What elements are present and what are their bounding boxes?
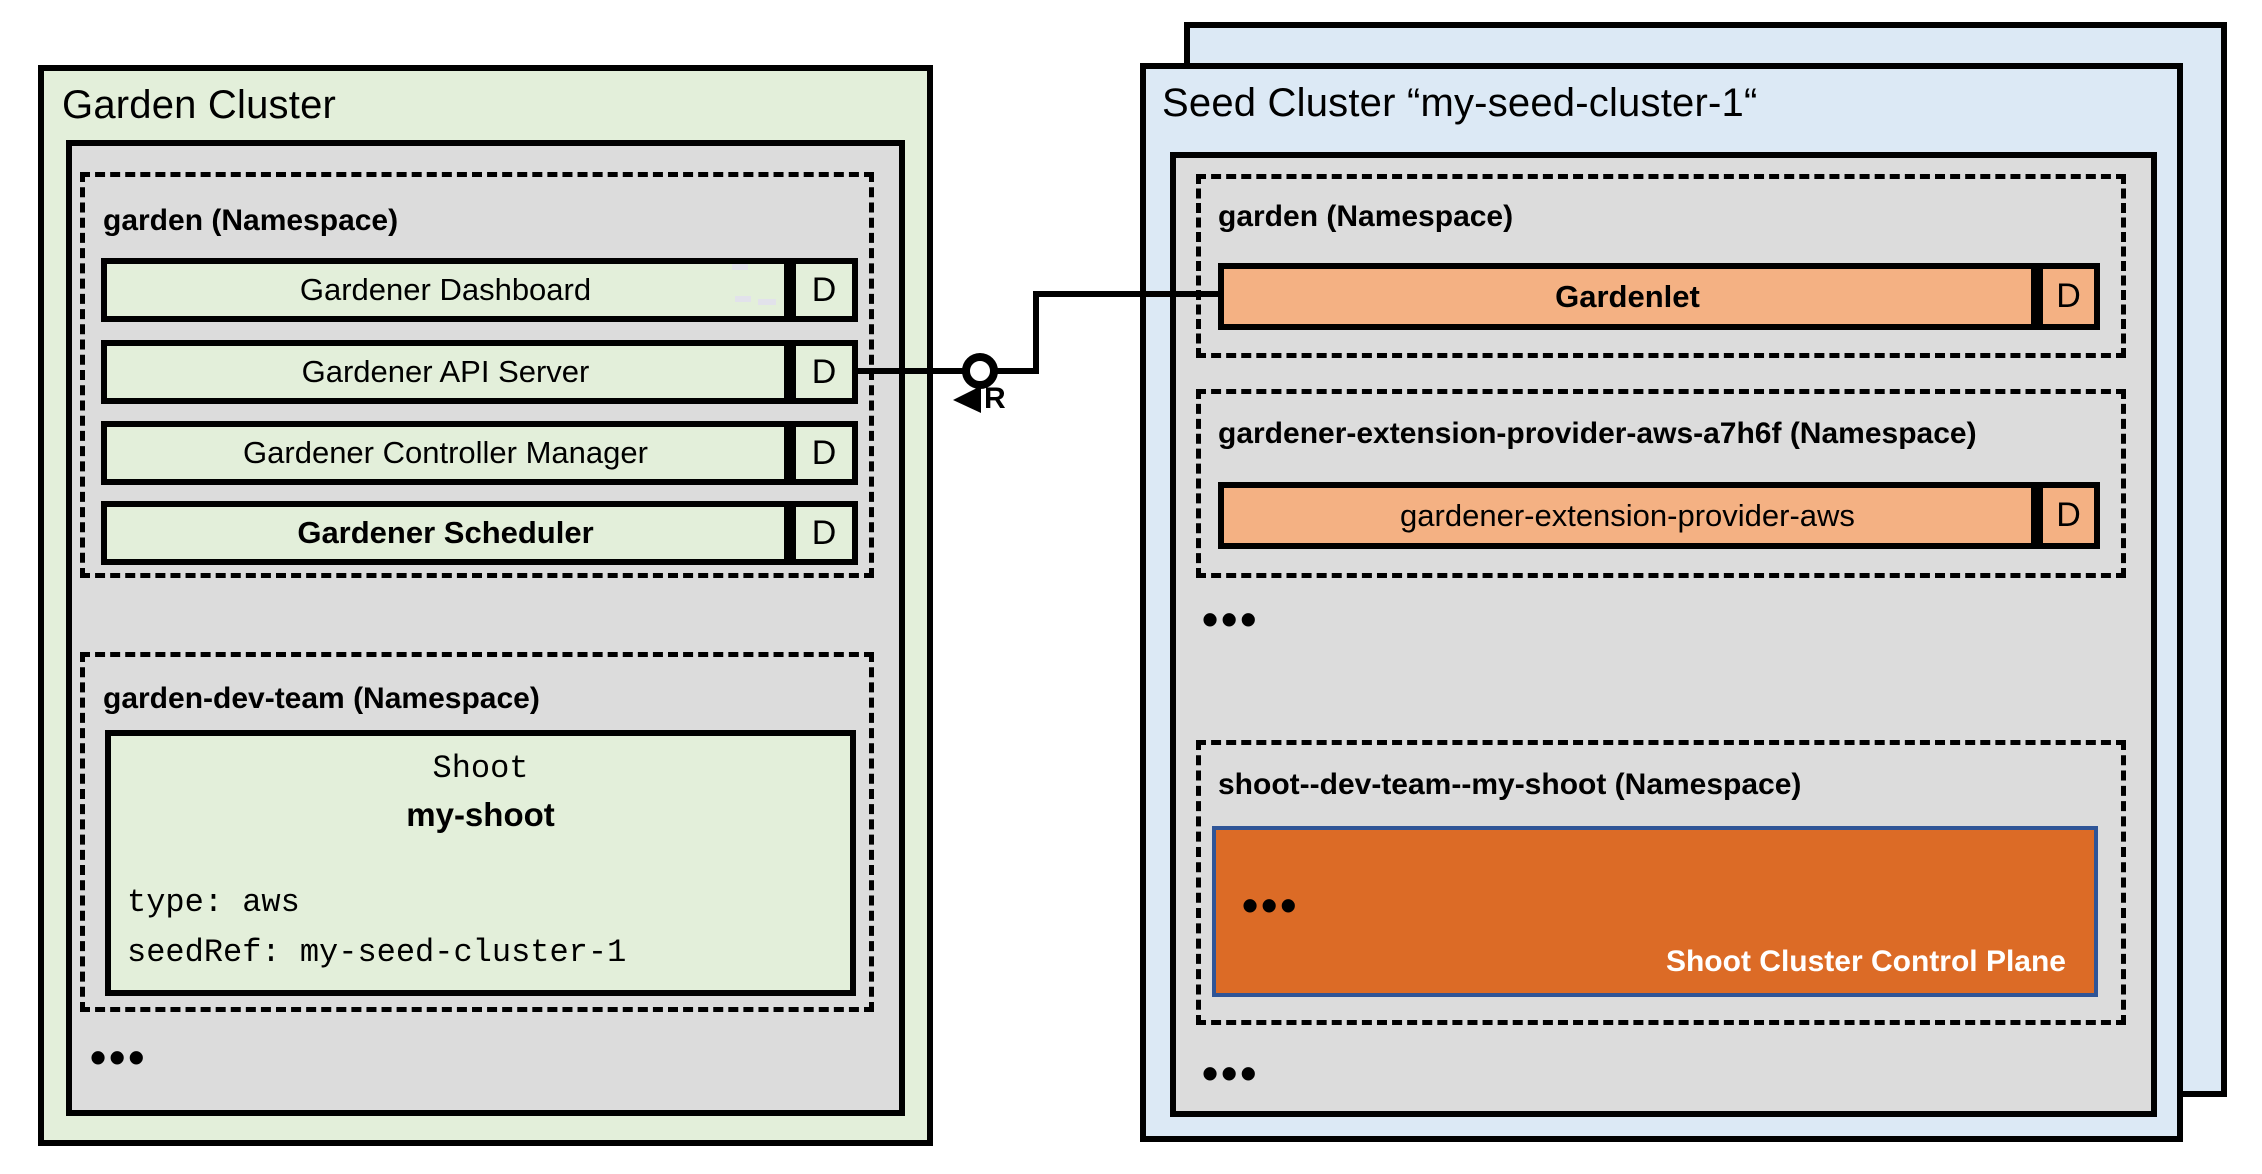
- component-gardener-controller-manager: Gardener Controller Manager: [101, 421, 790, 485]
- component-label: Gardener Dashboard: [299, 272, 592, 307]
- garden-cluster-title: Garden Cluster: [62, 83, 337, 127]
- component-gardener-api-server: Gardener API Server: [101, 340, 790, 404]
- deployment-badge: D: [790, 258, 858, 322]
- component-gardener-extension-provider-aws: gardener-extension-provider-aws: [1218, 482, 2037, 549]
- control-plane-label: Shoot Cluster Control Plane: [1665, 945, 2066, 978]
- garden-dev-team-namespace-title: garden-dev-team (Namespace): [103, 682, 540, 715]
- badge-label: D: [811, 352, 837, 391]
- screenshot-artifact: [758, 299, 776, 305]
- badge-label: D: [2056, 277, 2081, 315]
- ellipsis: •••: [1202, 1047, 1260, 1099]
- component-label: Gardener Controller Manager: [243, 435, 648, 470]
- screenshot-artifact: [732, 264, 748, 270]
- connection-endpoint-circle: [962, 353, 998, 389]
- screenshot-artifact: [735, 296, 751, 302]
- garden-cluster-inner-box: garden (Namespace) Gardener Dashboard D …: [66, 140, 905, 1116]
- shoot-namespace-box: [1196, 740, 2126, 1025]
- seed-cluster-title: Seed Cluster “my-seed-cluster-1“: [1162, 81, 1758, 125]
- deployment-badge: D: [790, 501, 858, 565]
- ellipsis: •••: [1242, 879, 1300, 931]
- component-label: Gardener Scheduler: [297, 515, 594, 550]
- garden-namespace-title: garden (Namespace): [103, 204, 399, 237]
- component-gardenlet: Gardenlet: [1218, 263, 2037, 330]
- component-gardener-dashboard: Gardener Dashboard: [101, 258, 790, 322]
- component-label: gardener-extension-provider-aws: [1400, 497, 1855, 533]
- component-label: Gardener API Server: [301, 354, 590, 389]
- garden-namespace-box: [80, 172, 874, 578]
- shoot-spec-type: type: aws: [127, 884, 300, 921]
- extension-namespace-box: [1196, 389, 2126, 578]
- garden-cluster-panel: Garden Cluster garden (Namespace) Garden…: [38, 65, 933, 1146]
- badge-label: D: [2056, 496, 2081, 534]
- badge-label: D: [811, 433, 837, 472]
- shoot-spec-seedref: seedRef: my-seed-cluster-1: [127, 934, 627, 971]
- seed-garden-namespace-title: garden (Namespace): [1218, 200, 1514, 233]
- ellipsis: •••: [90, 1031, 148, 1083]
- arrow-left-icon: [953, 386, 981, 413]
- deployment-badge: D: [790, 421, 858, 485]
- ellipsis: •••: [1202, 593, 1260, 645]
- component-label: Gardenlet: [1555, 278, 1700, 314]
- extension-namespace-title: gardener-extension-provider-aws-a7h6f (N…: [1218, 417, 1977, 450]
- deployment-badge: D: [2037, 263, 2100, 330]
- seed-cluster-inner-box: garden (Namespace) Gardenlet D gardener-…: [1170, 152, 2157, 1117]
- garden-dev-team-namespace-box: [80, 652, 874, 1012]
- seed-garden-namespace-box: [1196, 174, 2126, 358]
- seed-cluster-panel: Seed Cluster “my-seed-cluster-1“ garden …: [1140, 63, 2183, 1142]
- badge-label: D: [811, 270, 837, 309]
- shoot-namespace-title: shoot--dev-team--my-shoot (Namespace): [1218, 768, 1802, 801]
- component-gardener-scheduler: Gardener Scheduler: [101, 501, 790, 565]
- badge-label: D: [811, 513, 837, 552]
- shoot-kind-label: Shoot: [432, 750, 529, 787]
- shoot-cluster-control-plane-box: ••• Shoot Cluster Control Plane: [1212, 826, 2098, 997]
- watch-relation-label: R: [984, 382, 1006, 415]
- shoot-resource-box: Shoot my-shoot type: aws seedRef: my-see…: [105, 730, 856, 996]
- deployment-badge: D: [2037, 482, 2100, 549]
- deployment-badge: D: [790, 340, 858, 404]
- shoot-name-label: my-shoot: [406, 796, 555, 833]
